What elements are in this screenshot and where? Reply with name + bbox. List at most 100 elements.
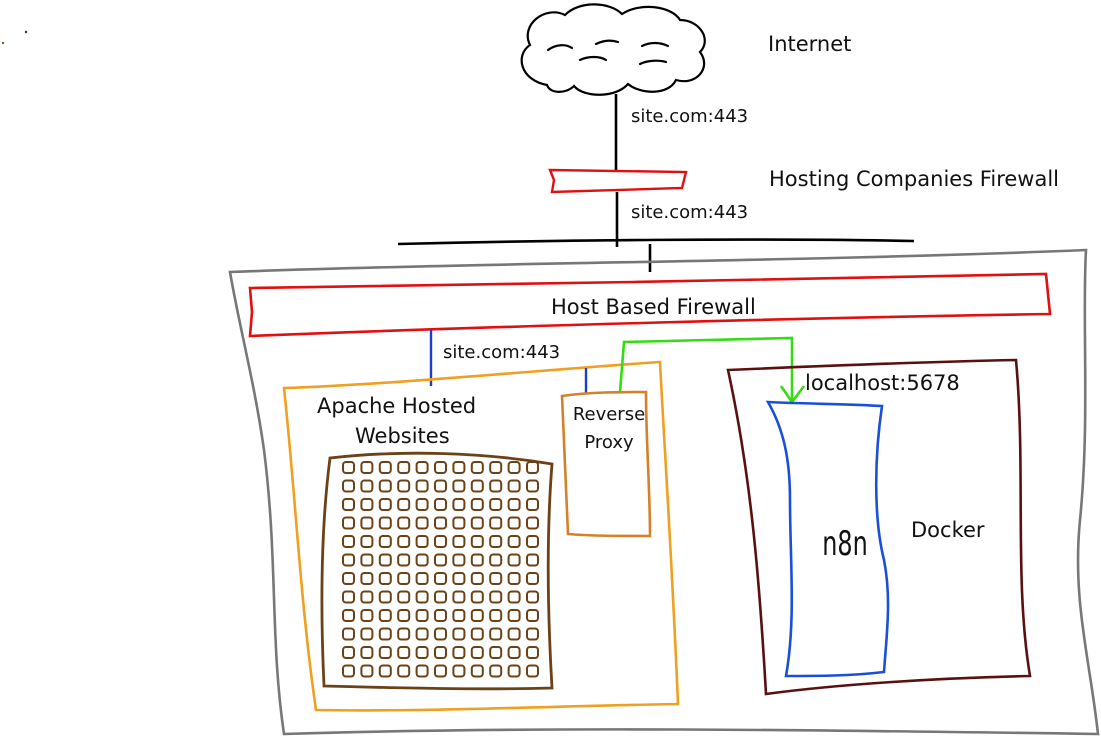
website-cell	[378, 498, 392, 511]
website-cell	[397, 535, 411, 548]
website-cell	[378, 535, 392, 548]
edge-link-lower-label: site.com:443	[631, 202, 748, 223]
website-cell	[526, 535, 539, 548]
website-cell	[415, 609, 429, 622]
website-cell	[397, 516, 411, 530]
website-cell	[489, 516, 503, 530]
website-cell	[360, 535, 374, 548]
website-cell	[415, 646, 429, 659]
internet-cloud-icon	[520, 3, 706, 96]
website-cell	[526, 516, 539, 530]
website-cell	[452, 627, 466, 641]
website-cell	[415, 553, 429, 567]
website-cell	[378, 461, 392, 474]
website-cell	[434, 553, 447, 567]
website-cell	[434, 516, 447, 530]
website-cell	[397, 609, 411, 622]
website-cell	[342, 572, 355, 585]
website-cell	[470, 498, 484, 511]
website-cell	[452, 664, 466, 678]
website-cell	[378, 553, 392, 567]
website-cell	[378, 479, 392, 493]
website-cell	[507, 535, 521, 548]
website-cell	[342, 461, 355, 474]
website-cell	[360, 609, 374, 622]
host-firewall-shape	[248, 272, 1052, 338]
website-cell	[489, 609, 503, 622]
website-cell	[507, 461, 521, 474]
website-cell	[378, 627, 392, 641]
website-cell	[434, 535, 447, 548]
website-cell	[360, 553, 374, 567]
website-cell	[434, 664, 447, 678]
website-cell	[360, 572, 374, 585]
website-cell	[397, 664, 411, 678]
website-cell	[526, 479, 539, 493]
website-cell	[360, 516, 374, 530]
hosting-firewall-shape	[548, 168, 688, 194]
website-cell	[415, 516, 429, 530]
website-cell	[507, 627, 521, 641]
website-cell	[470, 627, 484, 641]
website-cell	[452, 461, 466, 474]
website-cell	[507, 479, 521, 493]
website-cell	[470, 516, 484, 530]
website-cell	[342, 646, 355, 659]
website-cell	[415, 535, 429, 548]
website-cell	[415, 479, 429, 493]
n8n-container	[765, 400, 890, 678]
website-cell	[452, 479, 466, 493]
backbone-line	[397, 238, 915, 246]
website-cell	[434, 646, 447, 659]
website-cell	[489, 664, 503, 678]
website-cell	[526, 590, 539, 604]
website-cell	[470, 461, 484, 474]
website-cell	[342, 553, 355, 567]
reverse-proxy-box	[560, 390, 652, 538]
website-cell	[452, 535, 466, 548]
website-cell	[526, 461, 539, 474]
website-cell	[470, 646, 484, 659]
website-cell	[415, 461, 429, 474]
website-cell	[434, 498, 447, 511]
host-firewall-label: Host Based Firewall	[551, 295, 756, 319]
website-cell	[507, 553, 521, 567]
website-cell	[489, 553, 503, 567]
websites-block	[320, 451, 554, 691]
n8n-label: n8n	[822, 525, 867, 564]
stray-dot	[24, 30, 28, 34]
website-cell	[397, 479, 411, 493]
website-cell	[489, 572, 503, 585]
website-cell	[489, 535, 503, 548]
website-cell	[360, 664, 374, 678]
website-cell	[415, 627, 429, 641]
website-cell	[434, 572, 447, 585]
edge-link-upper-label: site.com:443	[631, 106, 748, 127]
website-cell	[378, 646, 392, 659]
website-cell	[434, 461, 447, 474]
website-cell	[378, 664, 392, 678]
website-cell	[489, 461, 503, 474]
website-cell	[434, 627, 447, 641]
website-cell	[378, 609, 392, 622]
docker-label: Docker	[911, 518, 985, 542]
docker-container	[726, 358, 1032, 696]
website-cell	[507, 572, 521, 585]
stray-dot	[1, 41, 5, 45]
website-cell	[452, 572, 466, 585]
website-cell	[360, 590, 374, 604]
website-cell	[360, 627, 374, 641]
website-cell	[470, 664, 484, 678]
apache-label-line1: Apache Hosted	[317, 394, 476, 418]
website-cell	[397, 646, 411, 659]
website-cell	[470, 553, 484, 567]
website-cell	[507, 516, 521, 530]
website-cell	[526, 627, 539, 641]
website-cell	[470, 590, 484, 604]
proxy-label-line1: Reverse	[573, 404, 645, 425]
website-cell	[489, 590, 503, 604]
website-cell	[489, 627, 503, 641]
website-cell	[507, 498, 521, 511]
website-cell	[470, 609, 484, 622]
